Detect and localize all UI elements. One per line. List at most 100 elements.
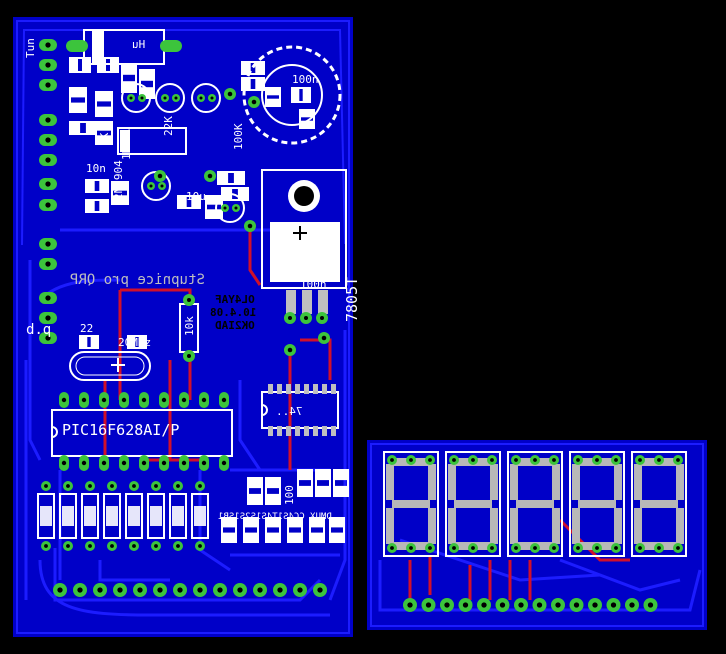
bank-pad: [195, 481, 205, 491]
display-header-pad: [532, 598, 547, 612]
segment: [640, 500, 678, 508]
digit-pad: [673, 455, 683, 465]
header-pad: [133, 583, 147, 597]
edge-pad: [39, 39, 57, 51]
header-pad: [73, 583, 87, 597]
edge-pad: [39, 312, 57, 324]
res-100-label: 100: [283, 485, 296, 505]
smd-part: [333, 469, 349, 497]
display-header-pad: [606, 598, 621, 612]
bank-pad: [85, 481, 95, 491]
segment: [490, 464, 498, 500]
header-pad: [293, 583, 307, 597]
bank-pad: [63, 481, 73, 491]
smd-part: [287, 517, 303, 543]
smd-part: [315, 469, 331, 497]
bank-resistor: [81, 493, 99, 539]
p-label: p.b: [26, 322, 52, 338]
smd-part: [329, 517, 345, 543]
resistor-bank: [37, 481, 209, 551]
digit-pad: [549, 455, 559, 465]
digit: [631, 451, 687, 557]
cap-100n-label-1: 100n: [278, 250, 305, 263]
segment: [510, 464, 518, 500]
crystal-label: 20MHz: [118, 336, 152, 349]
segment: [386, 508, 394, 544]
via-pad: [224, 88, 236, 100]
header-pad: [173, 583, 187, 597]
smd-part: [221, 517, 237, 543]
top-component: [66, 29, 182, 65]
mcu-pin: [79, 455, 89, 471]
smd-part: [307, 261, 327, 277]
bank-resistor: [147, 493, 165, 539]
bank-pad: [151, 481, 161, 491]
digit-pad: [487, 455, 497, 465]
smd-part: [247, 477, 263, 505]
display-header-pad: [477, 598, 491, 612]
digit-pad: [673, 543, 683, 553]
bank-resistor: [59, 493, 77, 539]
segment: [392, 500, 430, 508]
display-connector-pads: [403, 598, 658, 612]
segment: [552, 508, 560, 544]
mcu-pin: [199, 455, 209, 471]
res-10k-label: 10k: [183, 316, 196, 336]
cap-pad: [172, 94, 180, 102]
header-pad: [213, 583, 227, 597]
edge-pad: [39, 238, 57, 250]
segment: [572, 464, 580, 500]
display-header-pad: [643, 598, 658, 612]
cap-100n-label-3: 100n: [292, 73, 319, 86]
segment: [572, 508, 580, 544]
display-header-pad: [403, 598, 417, 612]
bank-pad: [41, 541, 51, 551]
digit-pad: [592, 543, 602, 553]
via-pad: [284, 344, 296, 356]
smd-part: [241, 61, 265, 75]
digit-pad: [573, 543, 583, 553]
bank-pad: [107, 481, 117, 491]
edge-pad: [39, 332, 57, 344]
digit-pad: [592, 455, 602, 465]
edge-pad: [39, 292, 57, 304]
digit-pad: [511, 455, 521, 465]
cap-pad: [208, 94, 216, 102]
res-22k-label: 22K: [162, 116, 175, 136]
res-100k-label: 100K: [232, 123, 245, 151]
bank-pad: [151, 541, 161, 551]
smd-part: [111, 181, 129, 205]
smd-part: [95, 91, 113, 117]
digit-pad: [611, 455, 621, 465]
bank-pad: [129, 481, 139, 491]
tun-label: Tun: [24, 38, 37, 58]
digit-pad: [468, 543, 478, 553]
cap-pad: [232, 204, 240, 212]
mcu-pin: [199, 392, 209, 408]
digit-pad: [387, 543, 397, 553]
resistor-10k: [179, 294, 199, 362]
segment: [676, 464, 684, 500]
cap-pad: [127, 94, 135, 102]
smd-part: [299, 109, 315, 129]
mcu-pin: [139, 392, 149, 408]
cap-10u-label: 10u: [186, 190, 206, 203]
transistor-label: 2N3904: [112, 160, 125, 200]
digit-pad: [654, 455, 664, 465]
segment: [386, 464, 394, 500]
digit-pad: [406, 455, 416, 465]
smd-part: [127, 335, 147, 349]
diode: [117, 127, 187, 155]
display-header-pad: [514, 598, 528, 612]
cap-pad: [147, 182, 155, 190]
mcu-pin: [119, 455, 129, 471]
mcu-pin: [119, 392, 129, 408]
via-pad: [204, 170, 216, 182]
bank-pad: [85, 541, 95, 551]
edge-pad: [39, 79, 57, 91]
segment: [454, 500, 492, 508]
smd-part: [95, 121, 113, 145]
edge-pad: [39, 114, 57, 126]
edge-pad: [39, 154, 57, 166]
via-pad: [248, 96, 260, 108]
